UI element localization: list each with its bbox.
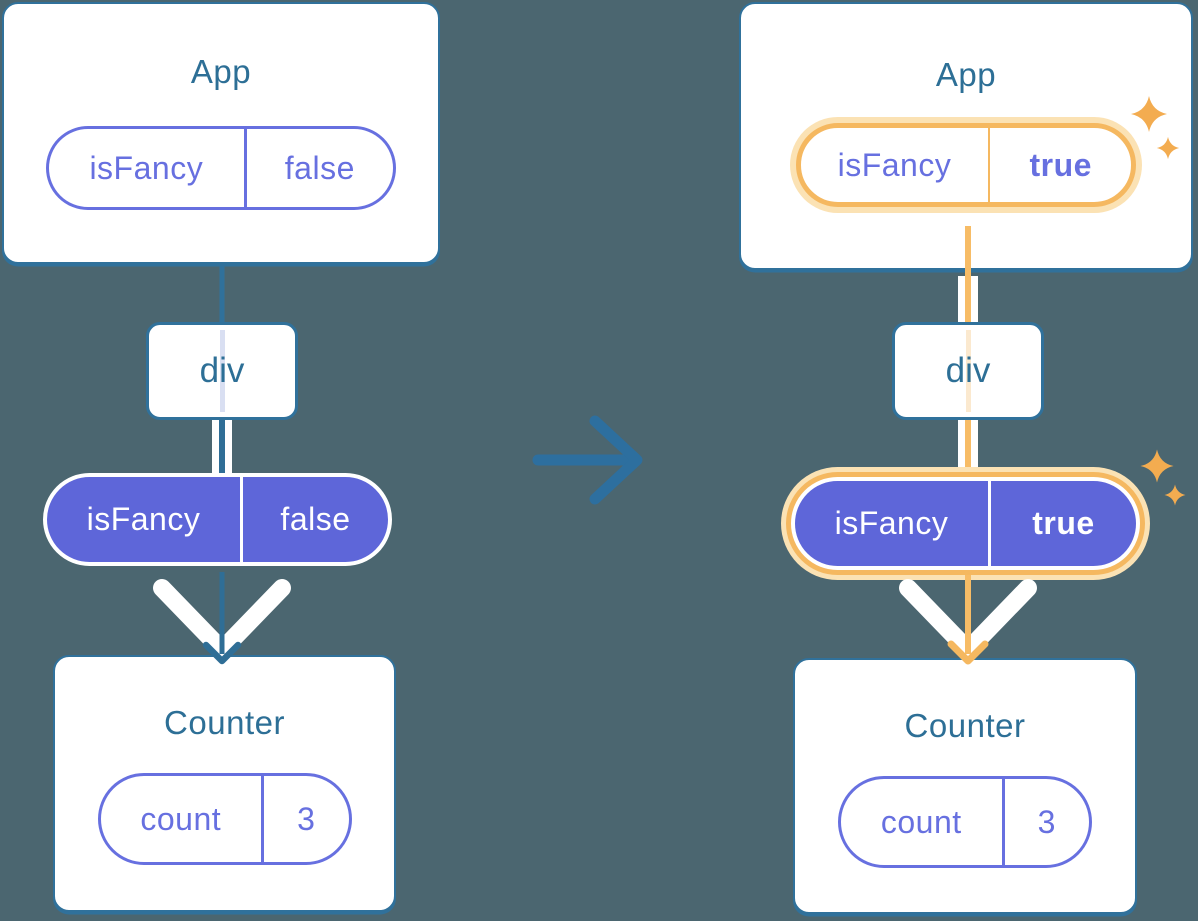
component-title: App — [190, 53, 252, 90]
prop-name: isFancy — [834, 505, 949, 541]
component-title: App — [935, 56, 997, 93]
component-title: Counter — [904, 707, 1026, 744]
div-component-box: div — [146, 322, 298, 420]
component-title: div — [945, 351, 991, 390]
state-pill-highlighted: isFancy true — [796, 123, 1136, 207]
prop-name: isFancy — [86, 501, 201, 537]
pill-divider — [987, 128, 991, 202]
app-component-box: App isFancy true — [739, 2, 1193, 270]
prop-value: false — [280, 501, 351, 537]
prop-pill: isFancy false — [43, 473, 392, 566]
counter-component-box: Counter count 3 — [793, 658, 1137, 914]
sparkle-icon — [1140, 449, 1186, 506]
pill-divider — [239, 477, 243, 562]
state-value: true — [1029, 146, 1092, 183]
div-component-box: div — [892, 322, 1044, 420]
state-name: isFancy — [837, 146, 952, 183]
pill-divider — [987, 481, 991, 566]
prop-pill-highlighted: isFancy true — [791, 477, 1140, 570]
state-name: count — [880, 803, 962, 840]
state-value: 3 — [297, 800, 316, 837]
state-pill: isFancy false — [46, 126, 396, 210]
app-component-box: App isFancy false — [2, 2, 440, 264]
component-title: Counter — [164, 704, 285, 741]
counter-component-box: Counter count 3 — [53, 655, 396, 912]
arrow-right-icon — [532, 415, 643, 505]
state-value: 3 — [1037, 803, 1056, 840]
pill-divider — [261, 776, 265, 862]
pill-divider — [1001, 779, 1005, 865]
prop-value: true — [1032, 505, 1095, 541]
state-pill: count 3 — [838, 776, 1092, 868]
pass-through-line — [219, 330, 225, 412]
component-title: div — [199, 351, 245, 390]
chevron-down-arrow-icon — [153, 579, 291, 659]
state-name: isFancy — [89, 149, 204, 186]
state-name: count — [140, 800, 222, 837]
state-pill: count 3 — [97, 773, 352, 865]
state-value: false — [284, 149, 355, 186]
chevron-down-arrow-icon — [899, 579, 1037, 659]
pill-divider — [243, 129, 247, 207]
